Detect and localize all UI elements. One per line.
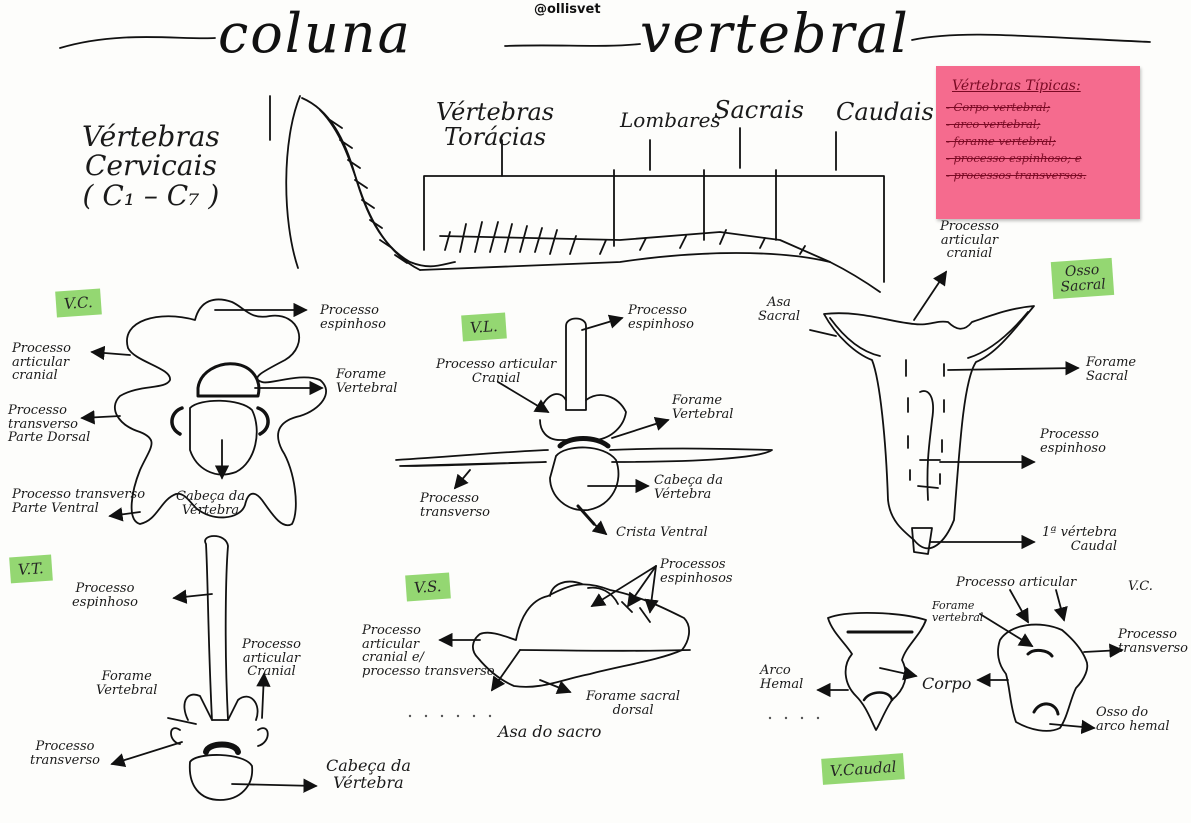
label-vt-espinhoso: Processo espinhoso [72,582,138,609]
label-vcaudal-transverso: Processo transverso [1118,628,1188,655]
vl-spinous [566,319,586,411]
list-item: - forame vertebral; [946,134,1140,148]
vs-canal [520,650,690,651]
spine-neck [302,98,455,266]
list-item: - processos transversos. [946,168,1140,182]
sacro-wing-r [968,312,1028,358]
vl-forame [560,439,608,447]
cervical-bracket [286,96,300,268]
label-vs-articular: Processo articular cranial e/ processo t… [362,624,495,679]
sticky-note-title: Vértebras Típicas: [952,78,1140,94]
vt-arch [184,695,257,720]
label-thoracic: Vértebras Torácias [436,100,554,150]
vc-articular-r [258,408,268,434]
label-vt-transverso: Processo transverso [30,740,100,767]
label-vs-asa: Asa do sacro [498,724,601,741]
label-vs-forame: Forame sacral dorsal [586,690,680,717]
vt-body [190,755,252,800]
sacro-foramina [906,360,944,484]
label-vt-forame: Forame Vertebral [96,670,157,697]
tag-vs: V.S. [405,573,450,602]
vt-transverse-r [258,728,268,746]
vl-body [550,447,618,510]
spine-body [420,253,880,292]
label-vcaudal-corpo: Corpo [922,676,971,693]
label-sacro-caudal: 1ª vértebra Caudal [1042,526,1117,553]
label-sacro-articular: Processo articular cranial [940,220,999,261]
label-vl-cabeca: Cabeça da Vértebra [654,474,723,501]
list-item: - processo espinhoso; e [946,151,1140,165]
tag-vl: V.L. [461,313,506,342]
label-vl-espinhoso: Processo espinhoso [628,304,694,331]
author-credit: @ollisvet [534,2,601,17]
vl-transverse [396,449,772,467]
label-vc-forame: Forame Vertebral [336,368,397,395]
sacro-outline [824,306,1034,548]
vcaudal-front-arc [864,693,892,701]
vc-forame [198,364,259,396]
vcaudal-front [828,613,926,730]
label-sacral: Sacrais [714,98,804,123]
label-vcaudal-forame: Forame vertebral [932,600,983,623]
sacro-spine [918,391,940,500]
spine-segments [330,120,407,263]
vl-arch [540,394,626,440]
label-vcaudal-tag2: V.C. [1128,580,1153,594]
vcaudal-side-arc [1034,704,1058,714]
label-vcaudal-arco: Arco Hemal [760,664,803,691]
label-sacro-asa: Asa Sacral [758,296,800,323]
label-vs-espinhosos: Processos espinhosos [660,558,733,585]
sticky-note-list: - Corpo vertebral; - arco vertebral; - f… [936,100,1140,182]
vc-body [190,401,257,475]
label-vc-transverso-ventral: Processo transverso Parte Ventral [12,488,145,515]
label-vc-articular: Processo articular cranial [12,342,71,383]
tag-vt: V.T. [9,555,52,584]
label-lumbar: Lombares [620,110,721,131]
list-item: - Corpo vertebral; [946,100,1140,114]
tag-vc: V.C. [55,288,101,317]
region-box [424,170,884,282]
vcaudal-side-forame [1028,650,1052,656]
label-cervical: Vértebras Cervicais ( C₁ – C₇ ) [82,122,220,210]
label-vc-cabeca: Cabeça da Vértebra [176,490,245,517]
vcaudal-side [998,625,1087,731]
vc-articular-l [172,408,182,434]
page-title-left: coluna [218,2,412,65]
vt-forame [206,745,238,753]
label-vl-forame: Forame Vertebral [672,394,733,421]
label-vl-articular: Processo articular Cranial [436,358,556,385]
spine-top [440,232,830,262]
label-vcaudal-articular: Processo articular [956,576,1076,590]
label-vc-transverso-dorsal: Processo transverso Parte Dorsal [8,404,90,445]
vt-transverse-l [171,728,180,744]
vt-spinous [205,536,228,720]
list-item: - arco vertebral; [946,117,1140,131]
label-vcaudal-osso: Osso do arco hemal [1096,706,1170,733]
page-title-right: vertebral [640,2,910,65]
label-vt-cabeca: Cabeça da Vértebra [326,758,411,792]
title-connector [505,44,640,46]
label-vl-transverso: Processo transverso [420,492,490,519]
sticky-note-typical-vertebrae: Vértebras Típicas: - Corpo vertebral; - … [936,66,1140,219]
spine-neck-lower [320,110,420,270]
label-sacro-forame: Forame Sacral [1086,356,1136,383]
label-sacro-espinhoso: Processo espinhoso [1040,428,1106,455]
label-vc-espinhoso: Processo espinhoso [320,304,386,331]
title-flourish-right [912,35,1150,42]
label-vt-articular: Processo articular Cranial [242,638,301,679]
label-caudal: Caudais [836,100,934,125]
label-vl-crista: Crista Ventral [616,526,708,540]
tag-sacro: Osso Sacral [1051,258,1115,300]
title-flourish-left [60,37,215,48]
